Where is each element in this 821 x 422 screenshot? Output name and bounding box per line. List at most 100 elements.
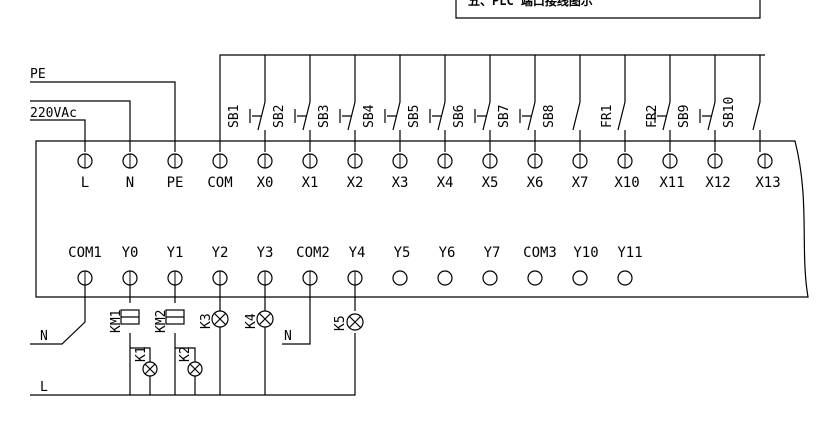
input-terminal xyxy=(212,153,228,169)
input-terminal xyxy=(257,153,273,169)
output-terminal xyxy=(482,270,498,286)
input-terminal xyxy=(167,153,183,169)
output-labels: COM1 Y0 Y1 Y2 Y3 COM2 Y4 Y5 Y6 Y7 COM3 Y… xyxy=(68,245,643,261)
output-terminal xyxy=(212,270,228,286)
input-label: X0 xyxy=(257,175,274,191)
supply-lines: PE 220VAc xyxy=(30,67,176,152)
input-label: X7 xyxy=(572,175,589,191)
input-label: X4 xyxy=(437,175,454,191)
switch-label: SB8 xyxy=(542,105,557,128)
switch-label: SB10 xyxy=(722,97,737,128)
switch-label: SB6 xyxy=(452,105,467,128)
input-terminal xyxy=(757,153,773,169)
pe-line-label: PE xyxy=(30,67,46,82)
line-rail-label: L xyxy=(40,380,48,395)
switch-label: SB5 xyxy=(407,105,422,128)
lamp-k1 xyxy=(142,361,158,377)
switch-label: FR1 xyxy=(600,105,615,128)
output-terminal xyxy=(122,270,138,286)
load-label: K5 xyxy=(333,315,348,331)
output-terminal xyxy=(77,270,93,286)
output-label: Y6 xyxy=(439,245,456,261)
lamp-k5 xyxy=(346,313,364,331)
input-label: X10 xyxy=(614,175,639,191)
load-labels: KM1 KM2 K1 K2 K3 K4 K5 xyxy=(109,310,348,362)
switch-label: SB9 xyxy=(677,105,692,128)
input-label: X3 xyxy=(392,175,409,191)
coil-km1 xyxy=(120,309,140,325)
lamp-k3 xyxy=(211,310,229,328)
output-label: COM1 xyxy=(68,245,102,261)
output-terminal xyxy=(167,270,183,286)
input-terminal xyxy=(122,153,138,169)
input-terminal xyxy=(527,153,543,169)
output-label: Y2 xyxy=(212,245,229,261)
input-label: N xyxy=(126,175,134,191)
input-terminal xyxy=(662,153,678,169)
load-label: K3 xyxy=(199,313,214,329)
load-label: KM2 xyxy=(154,310,169,333)
input-label: X6 xyxy=(527,175,544,191)
switch-label: SB2 xyxy=(272,105,287,128)
output-terminal xyxy=(347,270,363,286)
input-label: X5 xyxy=(482,175,499,191)
output-terminal xyxy=(302,270,318,286)
output-label: Y3 xyxy=(257,245,274,261)
output-label: Y5 xyxy=(394,245,411,261)
input-label: X11 xyxy=(659,175,684,191)
switch-labels: SB1 SB2 SB3 SB4 SB5 SB6 SB7 SB8 FR1 FR2 … xyxy=(227,97,737,128)
input-terminal xyxy=(572,153,588,169)
output-label: Y7 xyxy=(484,245,501,261)
title-box-text: 五、PLC 端口接线图示 xyxy=(468,0,593,8)
switch-label: SB7 xyxy=(497,105,512,128)
output-label: Y1 xyxy=(167,245,184,261)
input-terminal xyxy=(347,153,363,169)
input-label: X1 xyxy=(302,175,319,191)
input-label: X2 xyxy=(347,175,364,191)
output-terminal xyxy=(257,270,273,286)
switch-label: SB1 xyxy=(227,105,242,128)
input-terminal xyxy=(437,153,453,169)
output-terminal xyxy=(392,270,408,286)
input-label: L xyxy=(81,175,89,191)
output-terminal xyxy=(617,270,633,286)
output-terminal xyxy=(437,270,453,286)
lamp-k2 xyxy=(187,361,203,377)
switch-label: FR2 xyxy=(645,105,660,128)
input-terminal xyxy=(77,153,93,169)
load-label: K1 xyxy=(134,346,149,362)
input-terminal xyxy=(482,153,498,169)
output-label: COM3 xyxy=(523,245,557,261)
ac-line-label: 220VAc xyxy=(30,106,77,121)
load-label: K4 xyxy=(244,313,259,329)
input-bus xyxy=(219,54,765,152)
title-box: 五、PLC 端口接线图示 xyxy=(455,0,761,19)
input-terminal xyxy=(617,153,633,169)
output-terminal xyxy=(572,270,588,286)
output-label: COM2 xyxy=(296,245,330,261)
output-label: Y0 xyxy=(122,245,139,261)
plc-body xyxy=(35,140,809,298)
input-label: PE xyxy=(167,175,184,191)
input-label: X13 xyxy=(755,175,780,191)
input-terminal xyxy=(707,153,723,169)
input-labels: L N PE COM X0 X1 X2 X3 X4 X5 X6 X7 X10 X… xyxy=(81,175,781,191)
input-terminal xyxy=(392,153,408,169)
neutral-rail-label: N xyxy=(40,329,48,344)
input-label: COM xyxy=(207,175,232,191)
switch-label: SB4 xyxy=(362,104,377,128)
output-terminal xyxy=(527,270,543,286)
load-label: K2 xyxy=(178,346,193,362)
output-wiring: N N L xyxy=(30,285,356,396)
coil-km2 xyxy=(165,309,185,325)
input-terminal xyxy=(302,153,318,169)
neutral-rail-label: N xyxy=(284,329,292,344)
input-label: X12 xyxy=(705,175,730,191)
switch-contacts xyxy=(249,101,761,131)
output-terminals xyxy=(77,270,633,286)
input-terminals xyxy=(77,153,773,169)
load-label: KM1 xyxy=(109,310,124,333)
output-label: Y4 xyxy=(349,245,366,261)
lamp-k4 xyxy=(256,310,274,328)
